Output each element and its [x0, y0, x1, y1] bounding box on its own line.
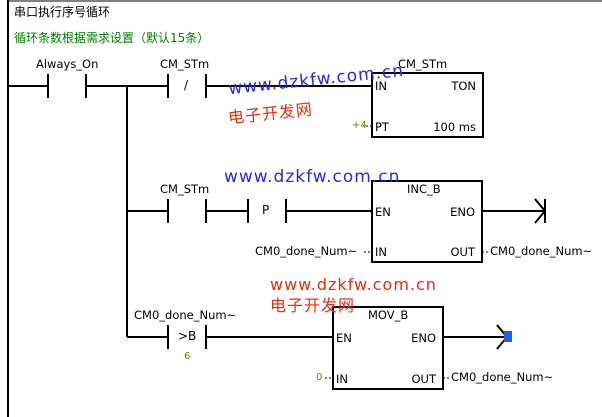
mov-b-block[interactable]: MOV_B EN ENO IN OUT	[332, 306, 444, 390]
network-title: 串口执行序号循环	[14, 5, 111, 19]
ton-pt-value[interactable]: +4	[352, 120, 367, 131]
mov-in-pin: IN	[336, 372, 348, 386]
ton-pt-pin: PT	[375, 120, 389, 134]
ton-timer-block[interactable]: IN TON PT 100 ms	[371, 72, 484, 138]
mov-out-pin: OUT	[411, 372, 437, 386]
network-comment: 循环条数根据需求设置（默认15条）	[14, 31, 210, 45]
ton-in-pin: IN	[375, 79, 387, 93]
mov-out-operand[interactable]: CM0_done_Num~	[451, 370, 554, 384]
inc-out-pin: OUT	[450, 245, 476, 259]
compare-operand-label[interactable]: CM0_done_Num~	[134, 308, 237, 322]
inc-eno-pin: ENO	[450, 205, 475, 219]
watermark-url-3: www.dzkfw.com.cn	[270, 275, 437, 294]
inc-in-pin: IN	[375, 245, 387, 259]
inc-out-operand[interactable]: CM0_done_Num~	[490, 244, 593, 258]
selected-output-cursor[interactable]	[504, 331, 512, 342]
watermark-url-2: www.dzkfw.com.cn	[224, 167, 401, 187]
ton-type: TON	[451, 79, 476, 93]
compare-value[interactable]: 6	[184, 351, 191, 362]
mov-in-value[interactable]: 0	[316, 372, 323, 383]
inc-en-pin: EN	[375, 205, 391, 219]
mov-eno-pin: ENO	[411, 331, 436, 345]
always-on-label[interactable]: Always_On	[36, 57, 99, 71]
ton-name[interactable]: CM_STm	[398, 57, 448, 71]
nc-slash-symbol: /	[184, 78, 189, 92]
inc-in-operand[interactable]: CM0_done_Num~	[255, 244, 358, 258]
mov-en-pin: EN	[336, 331, 352, 345]
cm-stm-nc-label[interactable]: CM_STm	[160, 57, 210, 71]
cm-stm-no-label[interactable]: CM_STm	[160, 182, 210, 196]
p-symbol: P	[262, 203, 270, 217]
inc-b-block[interactable]: INC_B EN ENO IN OUT	[371, 180, 483, 263]
watermark-cn-2: 电子开发网	[270, 296, 356, 315]
compare-operator: >B	[178, 329, 197, 343]
ton-resolution: 100 ms	[433, 120, 476, 134]
inc-type: INC_B	[407, 182, 441, 196]
mov-type: MOV_B	[368, 308, 409, 322]
